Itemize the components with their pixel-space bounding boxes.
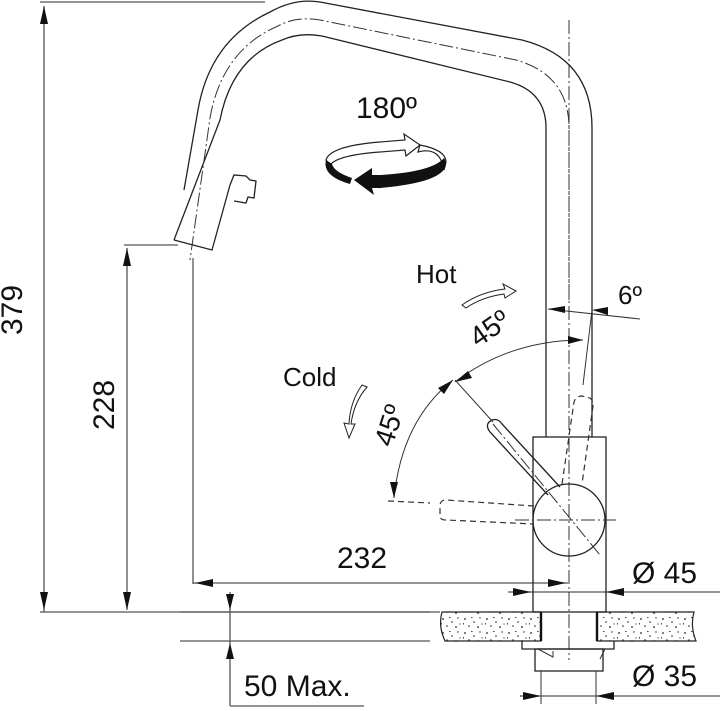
tilt-angle-label: 6º — [618, 280, 642, 310]
cold-label: Cold — [283, 362, 336, 392]
dimension-counter-thickness: 50 Max. — [180, 592, 430, 707]
faucet-spout — [173, 0, 593, 437]
hot-label: Hot — [416, 259, 457, 289]
spout-height-label: 228 — [88, 380, 121, 430]
rotate-arrow-icon — [325, 132, 447, 195]
rotation-indicator: 180º — [325, 92, 447, 195]
hot-angle-arc — [454, 336, 584, 423]
faucet-lever — [439, 395, 616, 557]
counter-thickness-label: 50 Max. — [244, 670, 351, 703]
hole-diameter-label: Ø 35 — [632, 660, 697, 693]
spout-reach-label: 232 — [337, 542, 387, 575]
total-height-label: 379 — [0, 285, 29, 335]
body-diameter-label: Ø 45 — [632, 557, 697, 590]
cold-angle-label: 45º — [368, 401, 410, 450]
tilt-angle-indicator: 6º — [547, 280, 642, 386]
rotation-label: 180º — [356, 92, 417, 125]
dimension-body-diameter: Ø 45 — [508, 557, 720, 596]
dimension-hole-diameter: Ø 35 — [520, 660, 720, 700]
hot-angle-label: 45º — [464, 304, 516, 353]
cold-indicator: Cold 45º — [283, 362, 454, 504]
dimension-spout-reach: 232 — [192, 258, 568, 587]
countertop — [439, 611, 697, 642]
mounting-nut — [521, 641, 615, 704]
dimension-spout-height: 228 — [88, 244, 178, 610]
hot-indicator: Hot 45º — [416, 259, 517, 353]
